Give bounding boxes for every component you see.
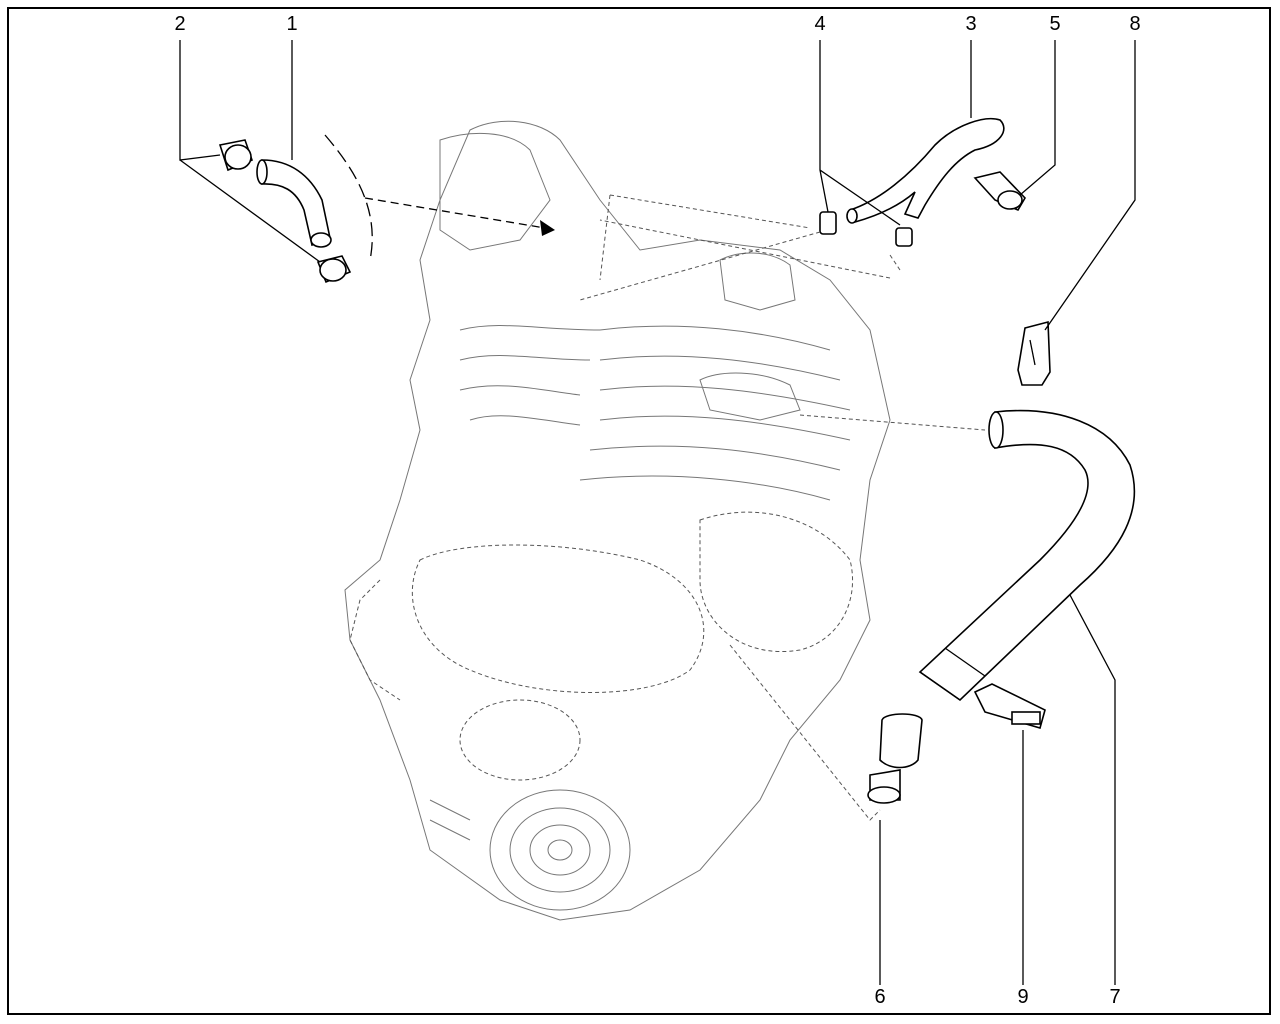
part-3-hose <box>846 118 1005 224</box>
callout-6: 6 <box>874 986 886 1008</box>
diagram-frame <box>7 7 1271 1015</box>
part-5-clip <box>973 171 1026 212</box>
part-7-large-hose <box>918 409 1136 702</box>
callout-3: 3 <box>965 13 977 35</box>
callout-1: 1 <box>286 13 298 35</box>
callout-8: 8 <box>1129 13 1141 35</box>
callout-9: 9 <box>1017 986 1029 1008</box>
leader-lines <box>179 40 1136 985</box>
callout-5: 5 <box>1049 13 1061 35</box>
part-1-hose <box>256 159 332 248</box>
part-2-clamps <box>218 139 352 284</box>
part-6-connector <box>867 713 923 804</box>
callout-2: 2 <box>174 13 186 35</box>
part-4-clips <box>819 211 913 247</box>
engine-block <box>344 120 891 921</box>
callout-7: 7 <box>1109 986 1121 1008</box>
part-8-bracket <box>1017 320 1051 386</box>
callout-4: 4 <box>814 13 826 35</box>
part-9-bracket <box>973 683 1046 729</box>
assembly-arrow <box>324 134 555 261</box>
